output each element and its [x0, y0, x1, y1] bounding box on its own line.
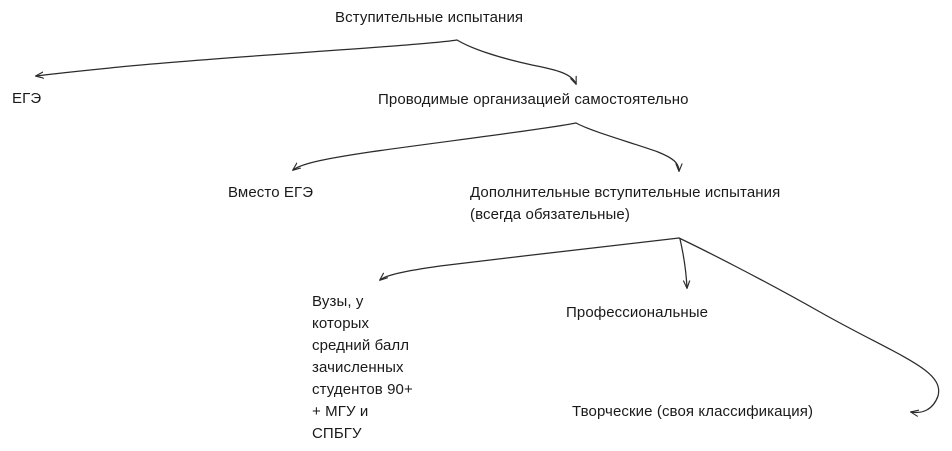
- node-universities-line-5: студентов 90+: [312, 381, 413, 398]
- node-universities-line-3: средний балл: [312, 337, 410, 354]
- node-universities: Вузы, у которых средний балл зачисленных…: [312, 291, 432, 445]
- edge-additional-to-creative: [678, 237, 940, 412]
- node-universities-line-1: Вузы, у: [312, 293, 364, 310]
- node-instead-of-ege: Вместо ЕГЭ: [228, 184, 314, 201]
- node-additional-line-1: Дополнительные вступительные испытания: [470, 184, 781, 201]
- edge-additional-to-universities: [380, 237, 680, 280]
- node-universities-line-2: которых: [312, 315, 370, 332]
- node-creative: Творческие (своя классификация): [572, 403, 814, 420]
- edge-root-to-self-conducted: [456, 39, 576, 84]
- edge-additional-to-professional: [679, 238, 687, 288]
- node-universities-line-6: + МГУ и: [312, 403, 369, 420]
- node-self-conducted: Проводимые организацией самостоятельно: [378, 91, 689, 108]
- node-root: Вступительные испытания: [335, 9, 524, 26]
- edge-self-to-instead: [293, 122, 577, 170]
- node-additional-line-2: (всегда обязательные): [470, 206, 630, 223]
- node-universities-line-7: СПБГУ: [312, 425, 362, 442]
- node-universities-line-4: зачисленных: [312, 359, 404, 376]
- edge-root-to-ege: [36, 39, 458, 76]
- node-ege: ЕГЭ: [12, 90, 42, 107]
- edge-self-to-additional: [575, 122, 679, 171]
- node-additional-exams: Дополнительные вступительные испытания (…: [470, 182, 880, 226]
- node-professional: Профессиональные: [566, 304, 709, 321]
